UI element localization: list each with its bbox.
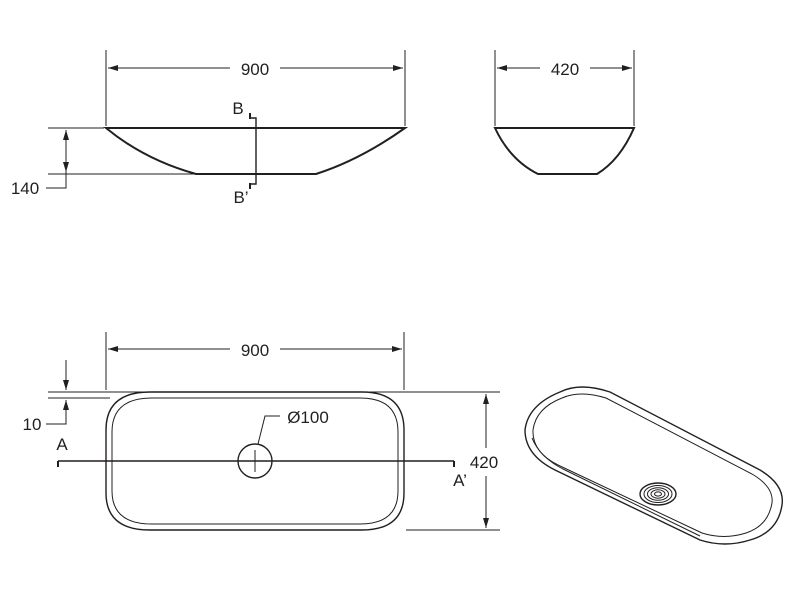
section-b-end-label: B’ (233, 188, 248, 207)
iso-drain-ring-1 (639, 482, 677, 506)
depth-label: 420 (470, 453, 498, 472)
front-basin-profile (103, 127, 409, 175)
rim-leader (46, 414, 67, 425)
iso-drain-ring-5 (654, 491, 662, 497)
section-a-end-label: A’ (453, 471, 467, 490)
section-b-start-label: B (232, 99, 243, 118)
front-view: 900 140 B B’ (11, 50, 409, 207)
top-basin-outer (105, 391, 405, 531)
drain-leader (257, 415, 280, 445)
drain-label: Ø100 (287, 408, 329, 427)
iso-basin-lower-rim (531, 437, 701, 537)
iso-drain-ring-2 (643, 485, 673, 503)
section-line-b (250, 117, 257, 185)
top-view: Ø100 A A’ 900 10 420 (23, 332, 500, 531)
iso-drain-ring-3 (647, 487, 669, 501)
iso-basin-inner (532, 393, 773, 537)
rim-label: 10 (23, 415, 42, 434)
side-basin-profile (493, 127, 636, 175)
top-basin-inner (111, 397, 399, 525)
isometric-view (524, 386, 784, 545)
side-view: 420 (493, 50, 636, 175)
iso-drain-ring-4 (650, 489, 666, 499)
top-width-label: 900 (241, 341, 269, 360)
section-a-start-label: A (56, 435, 68, 454)
front-width-label: 900 (241, 60, 269, 79)
front-height-label: 140 (11, 179, 39, 198)
side-width-label: 420 (551, 60, 579, 79)
iso-basin-outer (524, 386, 784, 545)
front-height-leader (46, 172, 67, 189)
